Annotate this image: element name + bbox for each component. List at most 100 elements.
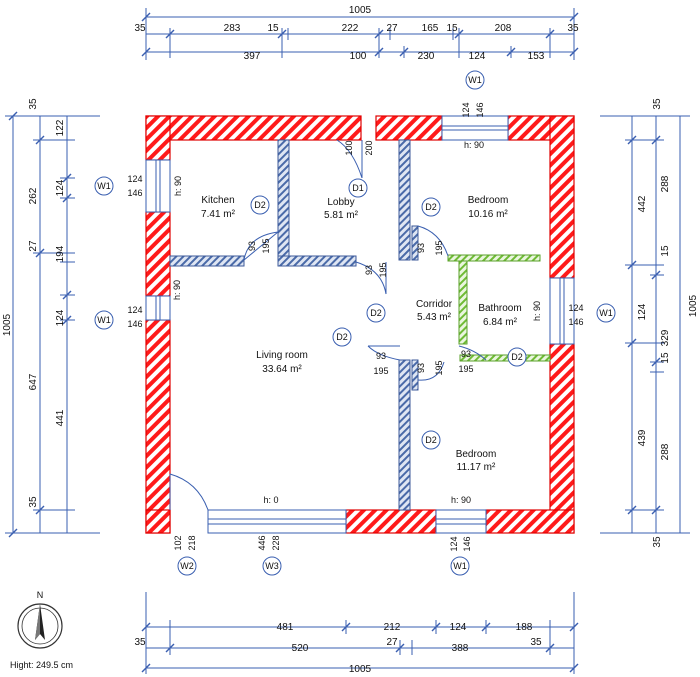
- window-height: 146: [127, 188, 142, 198]
- top-dim: 230: [418, 51, 435, 62]
- window-width: 446: [257, 535, 267, 550]
- window-width: 124: [127, 174, 142, 184]
- top-dim: 100: [350, 51, 367, 62]
- tag-circles: [94, 70, 616, 576]
- window-tag-w1-left-mid: [94, 310, 114, 330]
- bottom-dim: 188: [516, 622, 533, 633]
- top-total: 1005: [349, 5, 372, 16]
- bottom-dim: 27: [386, 637, 398, 648]
- left-dim: 35: [28, 496, 39, 508]
- top-dim: 124: [469, 51, 486, 62]
- compass-label: N: [37, 590, 44, 600]
- top-dim: 397: [244, 51, 261, 62]
- tag-label: W1: [97, 181, 111, 191]
- room-name: Kitchen: [201, 195, 234, 206]
- room-area: 5.81 m²: [324, 210, 359, 221]
- window-tag-w1-right: [596, 303, 616, 323]
- bottom-dim: 520: [292, 643, 309, 654]
- bottom-dim: 35: [530, 637, 542, 648]
- room-area: 6.84 m²: [483, 317, 518, 328]
- top-dim: 27: [386, 23, 398, 34]
- left-dim: 35: [28, 98, 39, 110]
- door-height: 195: [261, 238, 271, 253]
- left-total: 1005: [2, 313, 13, 336]
- room-area: 7.41 m²: [201, 209, 236, 220]
- tag-label: W1: [453, 561, 467, 571]
- window-height: 218: [187, 535, 197, 550]
- tag-labels: W1 W1 W1 W1 W1 W2 W3 D1 D2 D2 D2 D2 D2 D…: [97, 75, 613, 571]
- tag-label: W1: [599, 308, 613, 318]
- exterior-walls: [145, 115, 575, 534]
- room-area: 5.43 m²: [417, 312, 452, 323]
- left-dim: 647: [28, 373, 39, 390]
- window-width: 124: [568, 303, 583, 313]
- window-sill: h: 90: [451, 495, 471, 505]
- bottom-dimensions: 481 212 124 188 35 520 27 388 35 1005: [134, 622, 542, 675]
- right-dim: 124: [637, 303, 648, 320]
- tag-label: D2: [370, 308, 382, 318]
- window-tag-w1-bottom: [450, 556, 470, 576]
- compass-icon: [17, 603, 63, 649]
- room-name: Bedroom: [456, 449, 497, 460]
- window-height: 146: [568, 317, 583, 327]
- door-tag-d1: [348, 178, 368, 198]
- room-name: Lobby: [327, 197, 354, 208]
- top-dim: 283: [224, 23, 241, 34]
- room-name: Living room: [256, 350, 308, 361]
- top-dim: 165: [422, 23, 439, 34]
- tag-label: W2: [180, 561, 194, 571]
- bottom-dim: 212: [384, 622, 401, 633]
- right-dim: 15: [660, 245, 671, 257]
- door-width: 100: [344, 140, 354, 155]
- door-tag-d2-bed-bottom: [421, 430, 441, 450]
- window-tag-w2: [177, 556, 197, 576]
- room-area: 10.16 m²: [468, 209, 508, 220]
- window-width: 124: [127, 305, 142, 315]
- tag-label: D2: [425, 202, 437, 212]
- left-dim: 194: [55, 245, 66, 262]
- tag-label: D2: [511, 352, 523, 362]
- room-name: Bathroom: [478, 303, 521, 314]
- top-dim: 35: [567, 23, 579, 34]
- tag-label: W3: [265, 561, 279, 571]
- room-name: Bedroom: [468, 195, 509, 206]
- top-dim: 35: [134, 23, 146, 34]
- top-dim: 208: [495, 23, 512, 34]
- left-dim: 124: [55, 179, 66, 196]
- height-note: Hight: 249.5 cm: [10, 660, 73, 670]
- tag-label: W1: [468, 75, 482, 85]
- bottom-dim: 388: [452, 643, 469, 654]
- bottom-dim: 481: [277, 622, 294, 633]
- window-width: 124: [461, 102, 471, 117]
- left-dim: 262: [28, 187, 39, 204]
- door-width: 93: [461, 349, 471, 359]
- room-name: Corridor: [416, 299, 453, 310]
- dimension-lines: [5, 8, 690, 674]
- room-area: 11.17 m²: [457, 462, 496, 473]
- left-dimensions: 1005 35 262 647 35 122 124 27 194 124 44…: [2, 98, 66, 508]
- door-swings: [169, 139, 487, 511]
- window-width: 124: [449, 536, 459, 551]
- door-width: 93: [376, 351, 386, 361]
- door-width: 93: [364, 265, 374, 275]
- window-height: 146: [462, 536, 472, 551]
- window-sill: h: 0: [263, 495, 278, 505]
- interior-walls: [169, 139, 419, 511]
- right-dim: 439: [637, 429, 648, 446]
- door-width: 93: [416, 363, 426, 373]
- tag-label: D2: [425, 435, 437, 445]
- door-height: 200: [364, 140, 374, 155]
- door-height: 195: [373, 366, 388, 376]
- left-dim: 441: [55, 409, 66, 426]
- top-dim: 15: [267, 23, 279, 34]
- window-width: 102: [173, 535, 183, 550]
- top-dim: 15: [446, 23, 458, 34]
- door-width: 93: [247, 241, 257, 251]
- top-dim: 222: [342, 23, 359, 34]
- window-tag-w1-top: [465, 70, 485, 90]
- bottom-total: 1005: [349, 664, 372, 675]
- right-dim: 329: [660, 329, 671, 346]
- door-tag-d2-living: [332, 327, 352, 347]
- right-total: 1005: [688, 294, 699, 317]
- tag-label: D1: [352, 183, 364, 193]
